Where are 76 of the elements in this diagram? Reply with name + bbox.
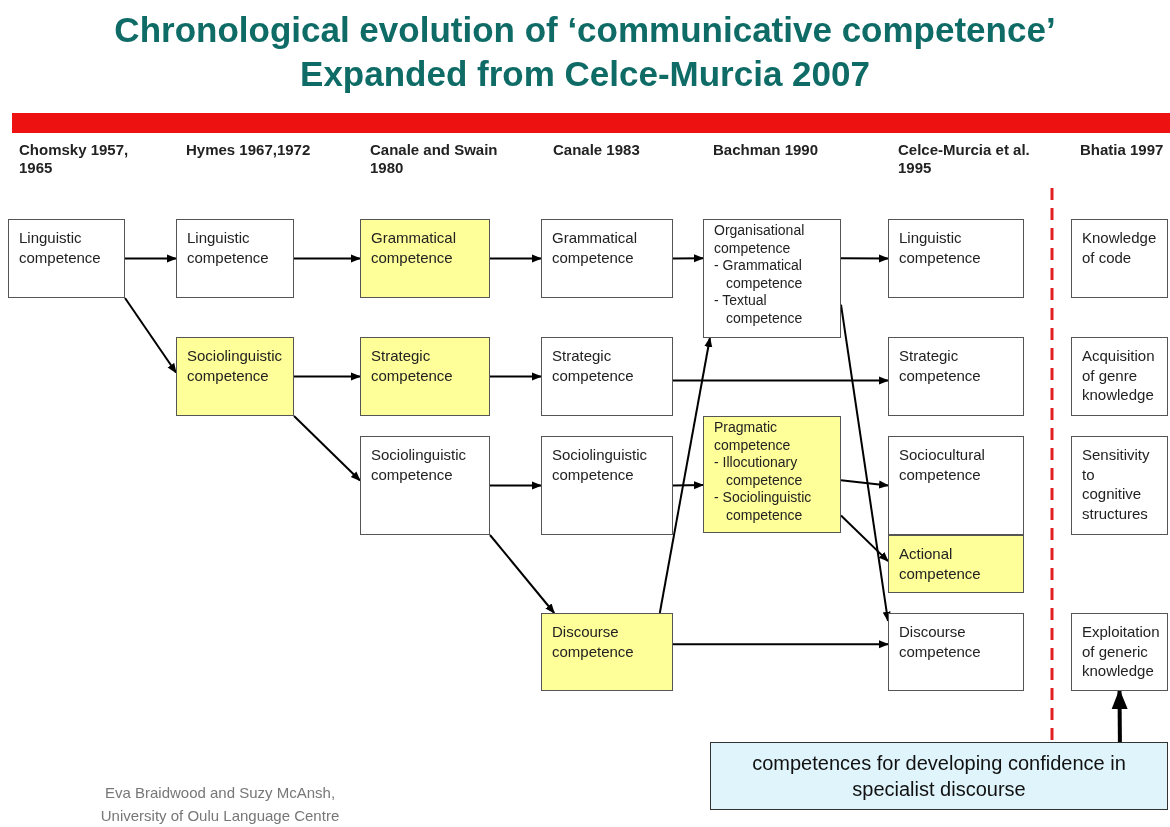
- callout-box: [710, 742, 1168, 810]
- competence-box: [888, 219, 1024, 298]
- competence-box: [888, 535, 1024, 593]
- box-text: Sociolinguistic competence: [371, 445, 468, 484]
- competence-box: [360, 219, 490, 298]
- box-text: - Sociolinguistic competence: [714, 489, 813, 524]
- box-text: Sociolinguistic competence: [187, 346, 283, 385]
- competence-box: [888, 337, 1024, 416]
- arrow: [840, 254, 889, 263]
- author-credit: Eva Braidwood and Suzy McAnsh, University of Oulu Language Centre: [99, 783, 341, 826]
- arrow: [489, 481, 542, 490]
- column-heading: Bhatia 1997: [1080, 141, 1165, 159]
- competence-box: [176, 219, 294, 298]
- column-heading: Canale 1983: [553, 141, 641, 159]
- box-text: competences for developing confidence in specialist discourse: [751, 751, 1127, 802]
- box-text: Grammatical competence: [371, 228, 457, 267]
- arrow: [840, 303, 891, 622]
- arrow: [489, 372, 542, 381]
- competence-box: [888, 613, 1024, 691]
- box-text: Sociolinguistic competence: [552, 445, 649, 484]
- box-text: Strategic competence: [371, 346, 454, 385]
- box-text: Sensitivity to cognitive structures: [1082, 445, 1151, 523]
- arrow: [293, 254, 361, 263]
- box-text: Strategic competence: [552, 346, 635, 385]
- box-text: Organisational competence: [714, 222, 806, 257]
- competence-box: [1071, 613, 1168, 691]
- arrow: [672, 481, 704, 490]
- box-text: - Grammatical competence: [714, 257, 804, 292]
- competence-box: [360, 337, 490, 416]
- box-text: Acquisition of genre knowledge: [1082, 346, 1156, 405]
- box-text: Sociocultural competence: [899, 445, 986, 484]
- arrow: [658, 337, 713, 614]
- arrow: [293, 415, 361, 482]
- box-text: - Textual competence: [714, 292, 804, 327]
- competence-box: [360, 436, 490, 535]
- competence-box: [703, 416, 841, 533]
- box-text: Discourse competence: [899, 622, 982, 661]
- competence-box: [541, 337, 673, 416]
- column-heading: Canale and Swain 1980: [370, 141, 499, 177]
- arrow: [672, 376, 889, 385]
- arrow: [672, 640, 889, 649]
- box-text: Discourse competence: [552, 622, 635, 661]
- box-text: Knowledge of code: [1082, 228, 1157, 267]
- box-text: Linguistic competence: [187, 228, 270, 267]
- arrow: [489, 534, 556, 614]
- competence-box: [541, 613, 673, 691]
- arrow: [293, 372, 361, 381]
- arrow: [124, 254, 177, 263]
- competence-box: [1071, 337, 1168, 416]
- box-text: Pragmatic competence: [714, 419, 792, 454]
- arrow: [489, 254, 542, 263]
- box-text: Grammatical competence: [552, 228, 638, 267]
- box-text: Linguistic competence: [19, 228, 102, 267]
- column-heading: Hymes 1967,1972: [186, 141, 312, 159]
- column-heading: Celce-Murcia et al. 1995: [898, 141, 1031, 177]
- competence-box: [1071, 219, 1168, 298]
- arrow: [840, 479, 889, 489]
- box-text: Exploitation of generic knowledge: [1082, 622, 1157, 681]
- competence-box: [8, 219, 125, 298]
- arrow: [1111, 689, 1128, 742]
- box-text: Strategic competence: [899, 346, 982, 385]
- competence-box: [1071, 436, 1168, 535]
- competence-box: [888, 436, 1024, 535]
- box-text: Actional competence: [899, 544, 982, 583]
- box-text: - Illocutionary competence: [714, 454, 804, 489]
- competence-box: [703, 219, 841, 338]
- competence-box: [176, 337, 294, 416]
- competence-box: [541, 436, 673, 535]
- competence-box: [541, 219, 673, 298]
- arrow: [124, 297, 177, 374]
- box-text: Linguistic competence: [899, 228, 982, 267]
- column-heading: Bachman 1990: [713, 141, 820, 159]
- column-heading: Chomsky 1957, 1965: [19, 141, 130, 177]
- arrow: [840, 514, 889, 563]
- title: Chronological evolution of ‘communicative competence’ Expanded from Celce-Murcia 2007: [113, 9, 1057, 95]
- arrow: [672, 254, 704, 263]
